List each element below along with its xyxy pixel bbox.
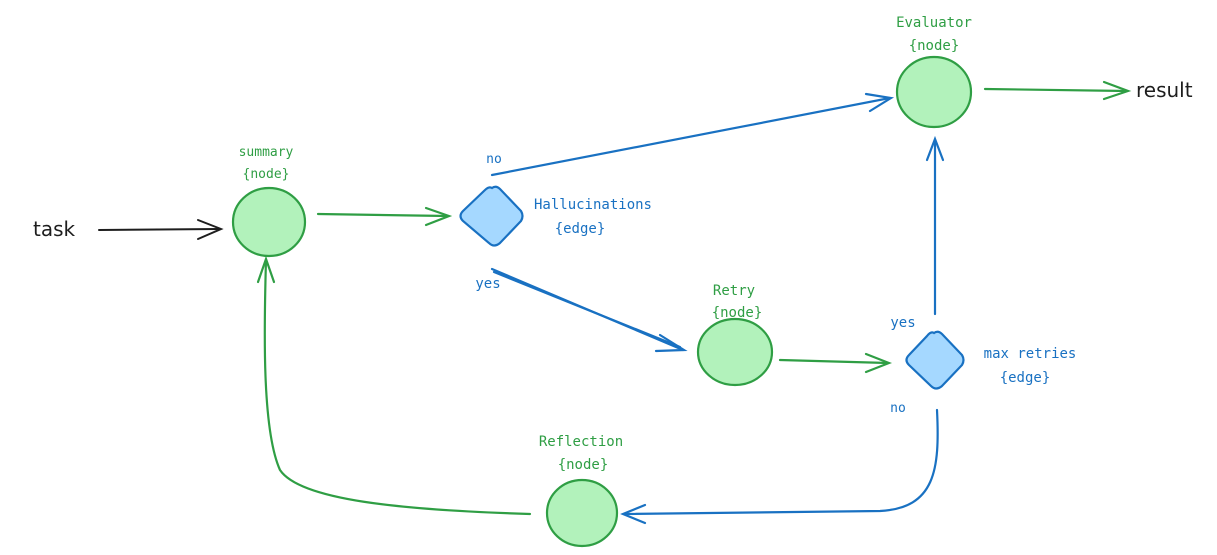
arrow-retry-to-max-retries	[778, 352, 893, 374]
arrow-summary-to-hallucinations	[316, 206, 453, 227]
arrow-evaluator-to-result	[983, 80, 1132, 101]
hallucinations-no-label: no	[486, 152, 502, 167]
max-retries-edge-name: max retries	[984, 346, 1077, 362]
retry-node-name: Retry	[713, 283, 755, 299]
hallucinations-edge[interactable]: Hallucinations {edge}	[459, 185, 653, 247]
arrow-hallucinations-yes-to-retry	[490, 267, 688, 353]
arrow-task-to-summary	[98, 219, 224, 240]
arrow-hallucinations-no-to-evaluator	[490, 92, 895, 177]
reflection-node-name: Reflection	[539, 434, 623, 450]
task-label: task	[33, 217, 76, 241]
evaluator-node-type: {node}	[909, 38, 960, 54]
summary-node-name: summary	[239, 145, 294, 160]
result-label: result	[1136, 78, 1193, 102]
hallucinations-edge-name: Hallucinations	[534, 197, 652, 213]
evaluator-node-name: Evaluator	[896, 15, 972, 31]
max-retries-edge-type: {edge}	[1000, 370, 1051, 386]
summary-node-type: {node}	[243, 167, 290, 182]
hallucinations-edge-type: {edge}	[555, 221, 606, 237]
max-retries-edge[interactable]: max retries {edge}	[905, 330, 1077, 390]
hallucinations-yes-label: yes	[475, 276, 500, 292]
retry-node-type: {node}	[712, 305, 763, 321]
arrow-max-retries-no-to-reflection	[620, 408, 939, 525]
arrow-reflection-to-summary	[256, 255, 532, 516]
max-retries-no-label: no	[890, 401, 906, 416]
max-retries-yes-label: yes	[890, 315, 915, 331]
evaluator-node[interactable]: Evaluator {node}	[895, 15, 973, 129]
summary-node[interactable]: summary {node}	[231, 145, 307, 258]
retry-node[interactable]: Retry {node}	[696, 283, 774, 387]
reflection-node-type: {node}	[558, 457, 609, 473]
arrow-max-retries-yes-to-evaluator	[925, 135, 945, 316]
reflection-node[interactable]: Reflection {node}	[539, 434, 623, 548]
